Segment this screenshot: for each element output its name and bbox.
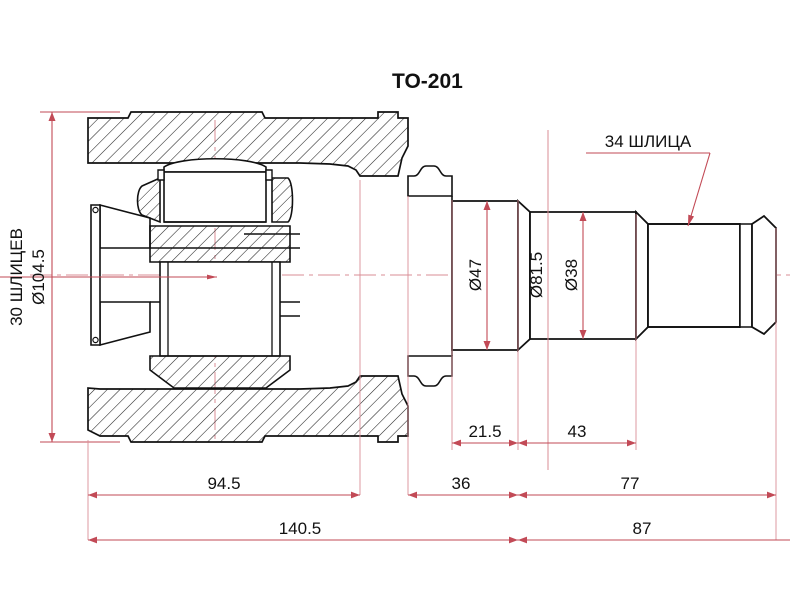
dim-arrow-top (48, 112, 56, 121)
cage-tab-left-upper (157, 169, 165, 181)
inner-race-cage (136, 158, 294, 389)
dim-arrow-36-r (509, 491, 518, 499)
dim-label-140-5: 140.5 (279, 519, 322, 538)
housing-top-wall (87, 111, 409, 177)
dimension-row-140-5-87: 140.5 87 (88, 519, 790, 544)
dim-label-87: 87 (633, 519, 652, 538)
dim-arrow-36-l (408, 491, 417, 499)
boot-groove-lower (407, 355, 453, 387)
dimension-d47: Ø47 (466, 201, 491, 350)
dim-label-94-5: 94.5 (207, 474, 240, 493)
dim-arrow-43-r (627, 439, 636, 447)
shaft-section-d47 (451, 200, 519, 351)
dim-arrow-87-l (518, 536, 527, 544)
dim-arrow-21-5-l (452, 439, 461, 447)
boot-groove-section (407, 165, 453, 387)
roller-right-upper (271, 177, 294, 223)
dim-arrow-d38-top (579, 212, 587, 221)
dim-arrow-21-5-r (509, 439, 518, 447)
shaft-spline-section (647, 223, 741, 328)
dimension-d104-5: Ø104.5 30 ШЛИЦЕВ (0, 111, 217, 443)
cage-dome-upper (163, 158, 267, 173)
dim-arrow-d47-top (483, 201, 491, 210)
dim-label-43: 43 (568, 422, 587, 441)
outer-housing (87, 111, 409, 443)
dim-arrow-43-l (518, 439, 527, 447)
retainer-hole-top (92, 206, 99, 214)
dim-label-36: 36 (452, 474, 471, 493)
housing-bottom-wall (87, 375, 409, 443)
roller-left-upper (136, 176, 161, 224)
shaft-end-chamfer (751, 214, 777, 336)
dimension-d81-5: Ø81.5 (527, 130, 549, 470)
leader-angled (687, 152, 711, 227)
dim-arrow-140-5-l (88, 536, 97, 544)
dim-arrow-94-5-r (351, 491, 360, 499)
part-number-title: TO-201 (392, 70, 463, 93)
dim-arrow-bottom (48, 433, 56, 442)
dimension-row-94-5-36-77: 94.5 36 77 (88, 474, 776, 499)
cage-tab-right-upper (265, 169, 273, 181)
hub-bottom-chamfer (149, 355, 291, 389)
retainer-hole-bottom (92, 336, 99, 344)
dimension-d38: Ø38 (562, 212, 587, 339)
boot-groove-upper (407, 165, 453, 197)
label-left-spline-count: 30 ШЛИЦЕВ (7, 228, 26, 326)
snap-ring-groove (739, 223, 753, 328)
dim-arrow-d38-bottom (579, 330, 587, 339)
dim-label-d81-5: Ø81.5 (527, 252, 546, 298)
dim-label-21-5: 21.5 (468, 422, 501, 441)
inner-cone-lower (99, 301, 151, 347)
dim-arrow-140-5-r (509, 536, 518, 544)
dimension-row-21-5-43: 21.5 43 (452, 422, 636, 447)
shaft-step-2 (635, 209, 649, 342)
dim-arrow-77-r (767, 491, 776, 499)
dim-arrow-94-5-l (88, 491, 97, 499)
dim-arrow-77-l (518, 491, 527, 499)
stepped-shaft (451, 198, 777, 353)
dim-label-d38: Ø38 (562, 259, 581, 291)
dim-label-77: 77 (621, 474, 640, 493)
cage-body-upper (163, 171, 267, 223)
extension-lines (87, 180, 777, 540)
hub-body (159, 261, 281, 357)
left-retainer-plate (90, 204, 101, 346)
dim-label-d47: Ø47 (466, 259, 485, 291)
dim-label-d104-5: Ø104.5 (29, 249, 48, 305)
dim-arrow-d47-bottom (483, 341, 491, 350)
hub-ring-upper (149, 225, 291, 263)
label-right-spline-count: 34 ШЛИЦА (605, 132, 692, 151)
leader-right-spline: 34 ШЛИЦА (586, 132, 711, 227)
